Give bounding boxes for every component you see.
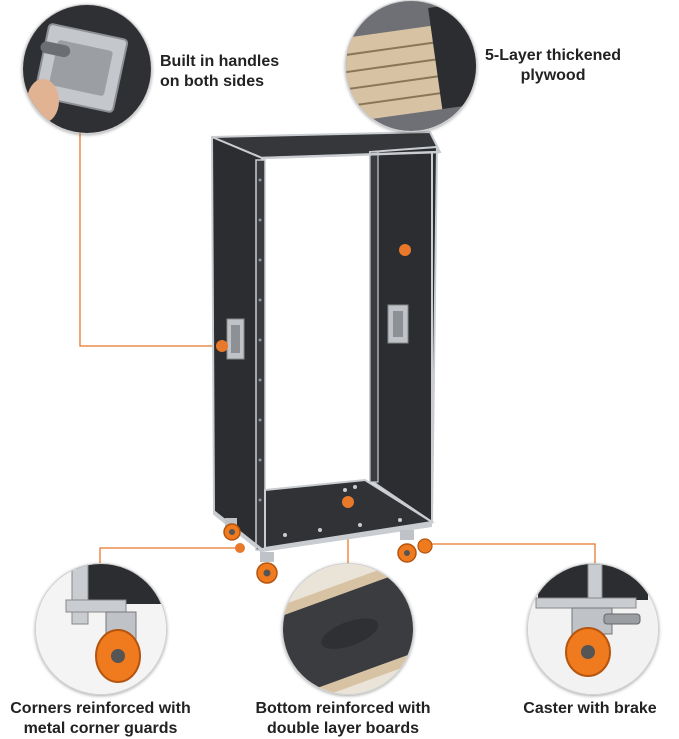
label-handles: Built in handles on both sides: [160, 53, 280, 90]
label-bottom: Bottom reinforced with double layer boar…: [255, 700, 431, 737]
rack-rail-left: [255, 159, 266, 551]
casters: [223, 518, 433, 584]
dot-plywood: [399, 244, 411, 256]
dot-handles: [216, 340, 228, 352]
rack-rail-right: [369, 151, 379, 483]
detail-circle-bottom: [282, 563, 414, 695]
detail-circle-plywood: [345, 0, 477, 132]
label-caster: Caster with brake: [523, 700, 657, 717]
detail-circle-handles: [22, 4, 152, 134]
detail-circle-caster: [527, 563, 659, 695]
dot-corners: [235, 543, 245, 553]
label-plywood: 5-Layer thickened plywood: [485, 47, 622, 84]
label-corners: Corners reinforced with metal corner gua…: [10, 700, 191, 737]
leader-line-handles: [79, 115, 222, 347]
leader-line-caster: [428, 543, 596, 570]
dot-bottom: [342, 496, 354, 508]
callout-dots: [216, 244, 411, 553]
caster-wheel: [417, 538, 433, 554]
detail-circle-corners: [35, 563, 167, 695]
